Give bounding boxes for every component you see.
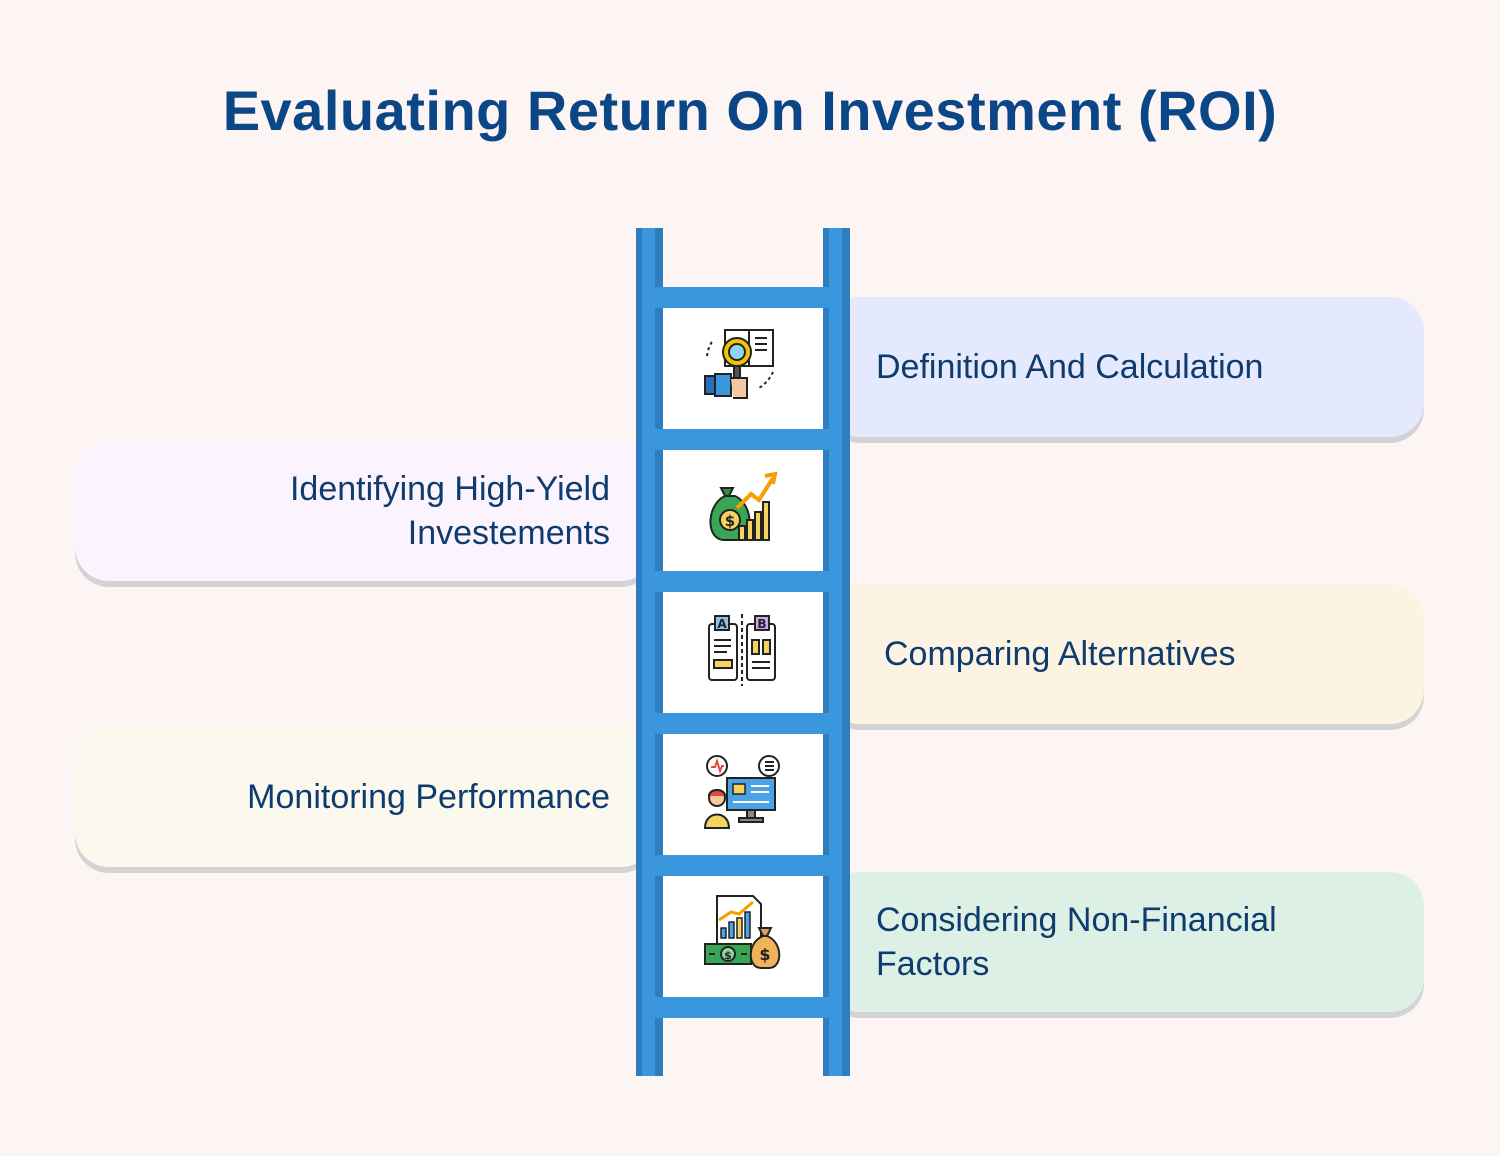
ladder-rung xyxy=(651,855,835,876)
svg-text:$: $ xyxy=(725,512,735,530)
step-label: Definition And Calculation xyxy=(876,348,1264,386)
step-label: Identifying High-Yield Investements xyxy=(289,470,610,552)
step-card-definition: Definition And Calculation xyxy=(826,297,1424,437)
step-card-non-financial: Considering Non-Financial Factors xyxy=(826,872,1424,1012)
svg-text:$: $ xyxy=(724,949,732,962)
ladder-rail-right xyxy=(823,228,850,1076)
ladder-rung xyxy=(651,997,835,1018)
page-title: Evaluating Return On Investment (ROI) xyxy=(222,79,1278,142)
ladder-rung xyxy=(651,429,835,450)
step-card-comparing: Comparing Alternatives xyxy=(826,584,1424,724)
ladder-step-box xyxy=(663,308,823,429)
ladder-rung xyxy=(651,571,835,592)
magnifier-document-icon xyxy=(704,329,774,399)
step-label: Considering Non-Financial Factors xyxy=(876,901,1277,983)
ladder-step-box: $ $ xyxy=(663,876,823,997)
ladder-step-box: $ xyxy=(663,450,823,571)
svg-text:B: B xyxy=(757,617,766,631)
step-card-monitoring: Monitoring Performance xyxy=(75,727,655,867)
svg-text:A: A xyxy=(717,617,727,631)
ladder-rung xyxy=(651,287,835,308)
ladder-step-box xyxy=(663,734,823,855)
svg-text:$: $ xyxy=(759,945,770,964)
step-label: Comparing Alternatives xyxy=(884,635,1236,673)
ladder-rail-left xyxy=(636,228,663,1076)
finance-chart-cash-icon: $ $ xyxy=(704,895,781,969)
ladder: $ A B xyxy=(636,228,850,1076)
ab-compare-icon: A B xyxy=(708,614,776,686)
analyst-monitor-icon xyxy=(703,755,780,829)
ladder-rung xyxy=(651,713,835,734)
ladder-step-box: A B xyxy=(663,592,823,713)
money-bag-growth-icon: $ xyxy=(709,471,778,541)
step-label: Monitoring Performance xyxy=(247,778,610,816)
step-card-high-yield: Identifying High-Yield Investements xyxy=(75,441,655,581)
